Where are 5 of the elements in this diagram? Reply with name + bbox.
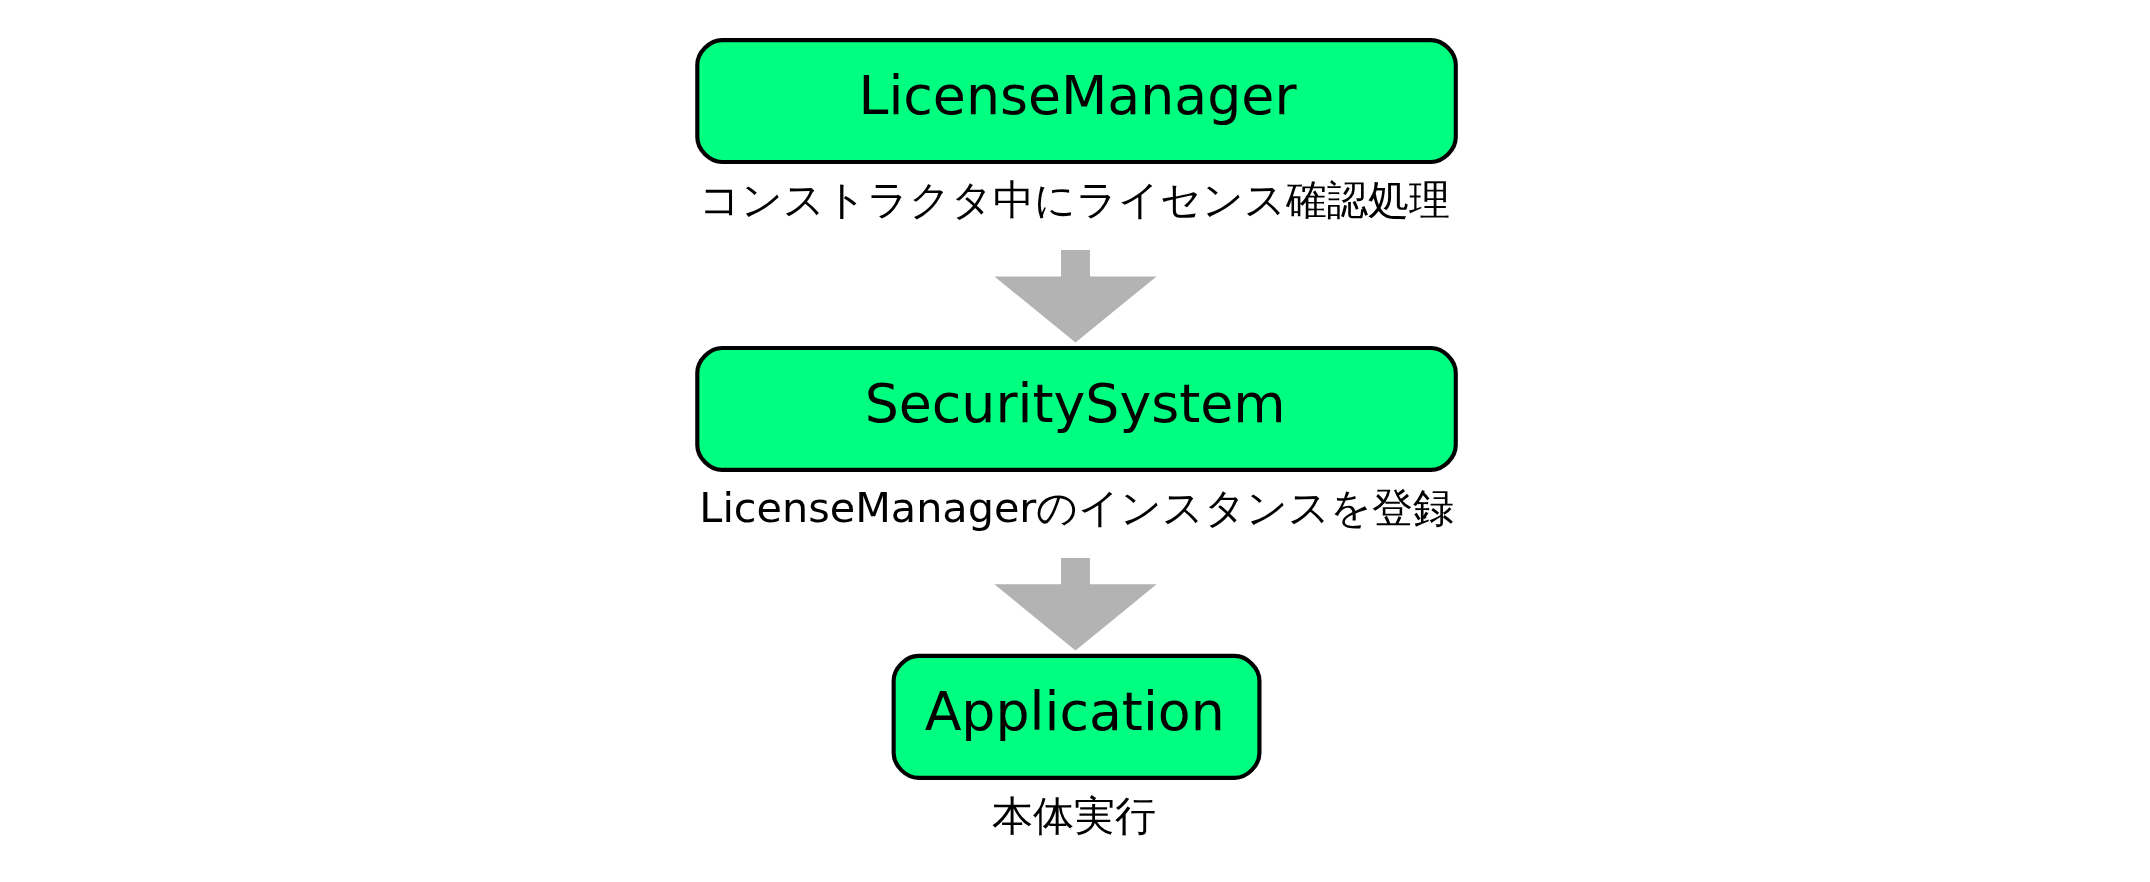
node-label: コンストラクタ中にライセンス確認処理 bbox=[698, 175, 1450, 224]
node-label: LicenseManagerのインスタンスを登録 bbox=[698, 483, 1454, 532]
arrow bbox=[993, 250, 1157, 343]
arrow bbox=[993, 557, 1157, 651]
node-label: 本体実行 bbox=[991, 791, 1156, 840]
